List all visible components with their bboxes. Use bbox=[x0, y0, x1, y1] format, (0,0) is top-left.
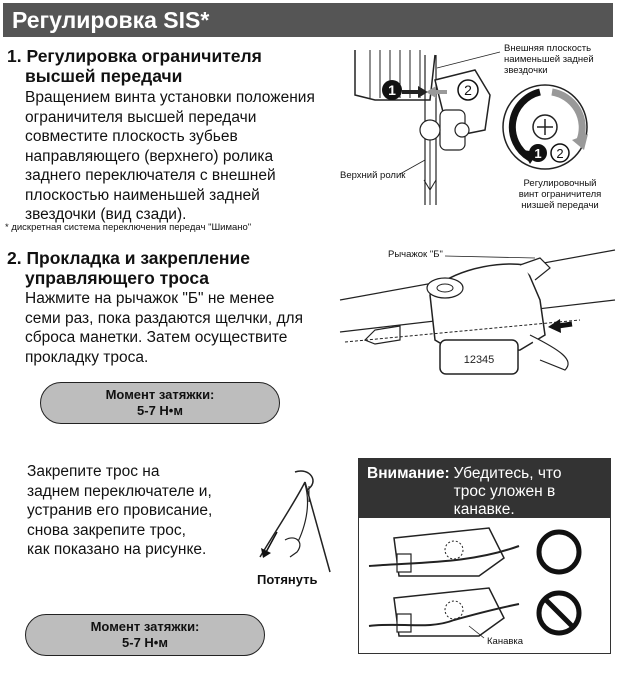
section1-heading-line1: 1. Регулировка ограничителя bbox=[7, 46, 262, 66]
section3-body-line: устранив его провисание, bbox=[27, 501, 247, 521]
section1-heading: 1. Регулировка ограничителя высшей перед… bbox=[7, 46, 262, 86]
section3-body-line: Закрепите трос на bbox=[27, 462, 247, 482]
warning-text: Убедитесь, что трос уложен в канавке. bbox=[454, 465, 562, 519]
torque-value: 5-7 Н•м bbox=[26, 635, 264, 651]
torque-label: Момент затяжки: bbox=[26, 619, 264, 635]
marker-2: 2 bbox=[464, 82, 472, 98]
section1-body-line: Вращением винта установки положения bbox=[25, 88, 345, 108]
outer-plane-label-line: Внешняя плоскость bbox=[504, 43, 594, 54]
section3-body-line: снова закрепите трос, bbox=[27, 521, 247, 541]
pull-cable-figure: Потянуть bbox=[235, 462, 345, 592]
lever-b-label: Рычажок "Б" bbox=[388, 249, 443, 260]
derailleur-figure: 1 2 1 2 Внешняя плоскость наименьшей зад… bbox=[340, 40, 615, 215]
section2-body-line: сброса манетки. Затем осуществите bbox=[25, 328, 345, 348]
page-title: Регулировка SIS* bbox=[3, 3, 613, 37]
ok-circle-icon bbox=[539, 532, 579, 572]
section3-body-line: заднем переключателе и, bbox=[27, 482, 247, 502]
section1-body: Вращением винта установки положения огра… bbox=[25, 88, 345, 225]
warning-text-line: Убедитесь, что bbox=[454, 465, 562, 483]
torque-badge-1: Момент затяжки: 5-7 Н•м bbox=[40, 382, 280, 424]
torque-badge-2: Момент затяжки: 5-7 Н•м bbox=[25, 614, 265, 656]
screw-label-line: винт ограничителя bbox=[506, 189, 614, 200]
warning-text-line: трос уложен в bbox=[454, 483, 562, 501]
torque-label: Момент затяжки: bbox=[41, 387, 279, 403]
section2-heading: 2. Прокладка и закрепление управляющего … bbox=[7, 248, 250, 288]
section1-body-line: направляющего (верхнего) ролика bbox=[25, 147, 345, 167]
warning-drawings bbox=[359, 518, 610, 653]
section3-body-line: как показано на рисунке. bbox=[27, 540, 247, 560]
warning-label: Внимание: bbox=[367, 465, 450, 519]
shifter-figure: 12345 Рычажок "Б" bbox=[340, 240, 615, 390]
warning-header: Внимание: Убедитесь, что трос уложен в к… bbox=[359, 459, 610, 518]
marker-2-detail: 2 bbox=[556, 146, 563, 161]
torque-value: 5-7 Н•м bbox=[41, 403, 279, 419]
screw-label-line: Регулировочный bbox=[506, 178, 614, 189]
pull-label: Потянуть bbox=[257, 572, 318, 587]
warning-text-line: канавке. bbox=[454, 501, 562, 519]
warning-box: Внимание: Убедитесь, что трос уложен в к… bbox=[358, 458, 611, 654]
marker-1: 1 bbox=[388, 82, 396, 98]
section1-body-line: совместите плоскость зубьев bbox=[25, 127, 345, 147]
outer-plane-label-line: наименьшей задней bbox=[504, 54, 594, 65]
section2-body-line: прокладку троса. bbox=[25, 348, 345, 368]
section2-body-line: Нажмите на рычажок "Б" не менее bbox=[25, 289, 345, 309]
top-roller-label: Верхний ролик bbox=[340, 170, 405, 181]
section3-body: Закрепите трос на заднем переключателе и… bbox=[27, 462, 247, 560]
marker-1-detail: 1 bbox=[534, 146, 541, 161]
footnote: * дискретная система переключения переда… bbox=[5, 222, 251, 233]
section1-heading-line2: высшей передачи bbox=[7, 66, 262, 86]
shifter-digits: 12345 bbox=[464, 354, 495, 366]
screw-label: Регулировочный винт ограничителя низшей … bbox=[506, 178, 614, 211]
section2-heading-line2: управляющего троса bbox=[7, 268, 250, 288]
section2-heading-line1: 2. Прокладка и закрепление bbox=[7, 248, 250, 268]
shifter-drawing: 12345 bbox=[340, 240, 615, 390]
section2-body: Нажмите на рычажок "Б" не менее семи раз… bbox=[25, 289, 345, 367]
prohibited-icon bbox=[539, 593, 579, 633]
screw-label-line: низшей передачи bbox=[506, 200, 614, 211]
outer-plane-label: Внешняя плоскость наименьшей задней звез… bbox=[504, 43, 594, 76]
section1-body-line: ограничителя высшей передачи bbox=[25, 108, 345, 128]
section2-body-line: семи раз, пока раздаются щелчки, для bbox=[25, 309, 345, 329]
outer-plane-label-line: звездочки bbox=[504, 65, 594, 76]
section1-body-line: плоскостью наименьшей задней bbox=[25, 186, 345, 206]
section1-body-line: заднего переключателя с внешней bbox=[25, 166, 345, 186]
groove-label: Канавка bbox=[487, 636, 523, 647]
warning-row: Внимание: Убедитесь, что трос уложен в к… bbox=[367, 465, 604, 519]
